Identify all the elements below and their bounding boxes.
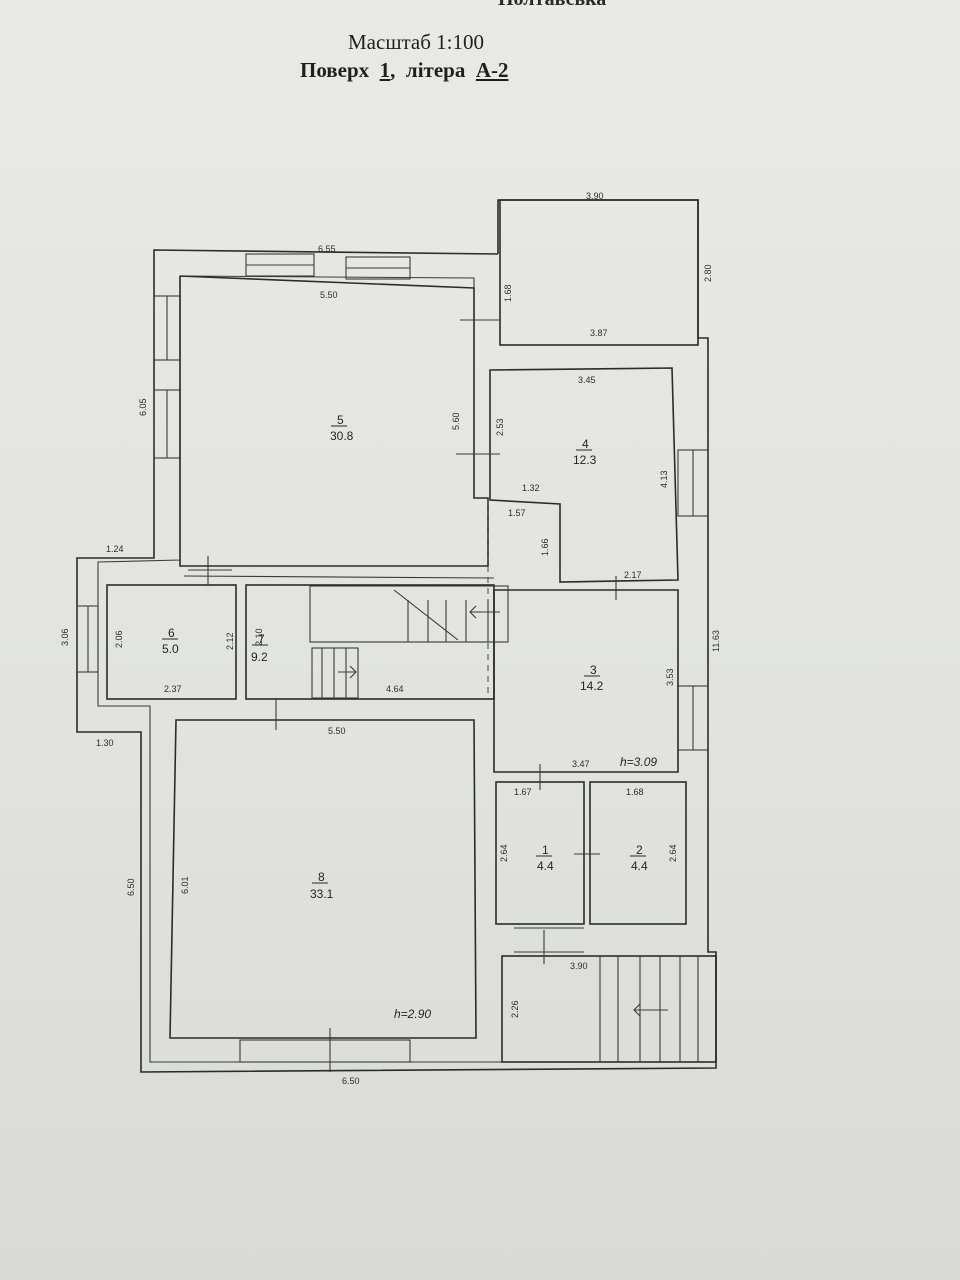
scale-label: Масштаб 1:100 (348, 30, 485, 54)
dimension-label: 1.32 (522, 483, 540, 493)
dimension-label: 6.55 (318, 244, 336, 254)
room-number: 6 (168, 626, 175, 640)
porch-bottom (501, 955, 717, 1063)
room-number: 8 (318, 870, 325, 884)
room-number: 5 (337, 413, 344, 427)
dimension-label: 5.60 (451, 412, 461, 430)
room-area: 4.4 (631, 859, 648, 873)
room-height-label: h=2.90 (394, 1007, 431, 1021)
room-number: 4 (582, 437, 589, 451)
dimension-label: 1.57 (508, 508, 526, 518)
dimension-label: 1.66 (540, 538, 550, 556)
rooms (106, 199, 717, 1063)
dimension-label: 3.53 (665, 668, 675, 686)
room-2-walls (589, 781, 687, 925)
dimension-label: 2.12 (225, 632, 235, 650)
dimension-label: 5.50 (328, 726, 346, 736)
dimension-label: 4.13 (659, 470, 669, 488)
dimension-label: 3.90 (586, 191, 604, 201)
dimension-label: 1.68 (626, 787, 644, 797)
room-area: 12.3 (573, 453, 597, 467)
stair-lower (311, 647, 359, 699)
room-5-walls (179, 275, 489, 567)
room-area: 33.1 (310, 887, 334, 901)
dimension-label: 6.05 (138, 398, 148, 416)
windows (76, 253, 709, 1063)
dimension-label: 1.67 (514, 787, 532, 797)
room-area: 30.8 (330, 429, 354, 443)
room-area: 14.2 (580, 679, 604, 693)
annex-top (499, 199, 699, 346)
room-area: 5.0 (162, 642, 179, 656)
litera-value: А-2 (475, 58, 509, 82)
window-room8-bottom (239, 1039, 411, 1063)
door-marks (188, 319, 617, 1072)
stairs (309, 585, 699, 1062)
dimension-label: 6.50 (342, 1076, 360, 1086)
room-area: 9.2 (251, 650, 268, 664)
outer-wall-inner-line (97, 275, 502, 1063)
room-labels: 5 30.8 4 12.3 6 5.0 7 9.2 3 14.2 1 4.4 2… (162, 413, 657, 1021)
dimension-label: 2.53 (495, 418, 505, 436)
dimension-label: 2.80 (703, 264, 713, 282)
room-number: 1 (542, 843, 549, 857)
dimension-label: 2.06 (114, 630, 124, 648)
dimension-label: 2.64 (499, 844, 509, 862)
floor-line: Поверх 1, літера А-2 (300, 58, 509, 82)
dimension-label: 2.64 (668, 844, 678, 862)
room-3-walls (493, 589, 679, 773)
dimension-label: 11.63 (711, 630, 721, 652)
dimension-label: 3.47 (572, 759, 590, 769)
dimension-label: 2.37 (164, 684, 182, 694)
room-number: 3 (590, 663, 597, 677)
dimension-label: 3.87 (590, 328, 608, 338)
room-height-label: h=3.09 (620, 755, 657, 769)
room-number: 2 (636, 843, 643, 857)
room-6-walls (106, 584, 237, 700)
litera-word: літера (405, 58, 466, 82)
dimension-label: 1.68 (503, 284, 513, 302)
room-number: 7 (258, 632, 265, 646)
dimension-label: 3.06 (60, 628, 70, 646)
dimension-label: 3.90 (570, 961, 588, 971)
stair-upper (309, 585, 509, 643)
dimension-label: 5.50 (320, 290, 338, 300)
dimension-label: 1.24 (106, 544, 124, 554)
dimension-label: 1.30 (96, 738, 114, 748)
dimension-label: 3.45 (578, 375, 596, 385)
room-4-walls (489, 367, 679, 583)
dimension-label: 6.50 (126, 878, 136, 896)
dimension-label: 2.17 (624, 570, 642, 580)
dimension-label: 4.64 (386, 684, 404, 694)
room-1-walls (495, 781, 585, 925)
floor-word: Поверх (300, 58, 370, 82)
room-8-walls (169, 719, 477, 1039)
header-cut-text: Полтавська (498, 0, 606, 11)
dimension-label: 2.26 (510, 1000, 520, 1018)
dimension-labels: 6.55 5.50 3.90 2.80 1.68 3.87 3.45 2.53 … (60, 191, 721, 1086)
room-area: 4.4 (537, 859, 554, 873)
floor-number: 1 (379, 58, 391, 82)
dimension-label: 2.10 (254, 628, 264, 646)
dimension-label: 6.01 (180, 876, 190, 894)
